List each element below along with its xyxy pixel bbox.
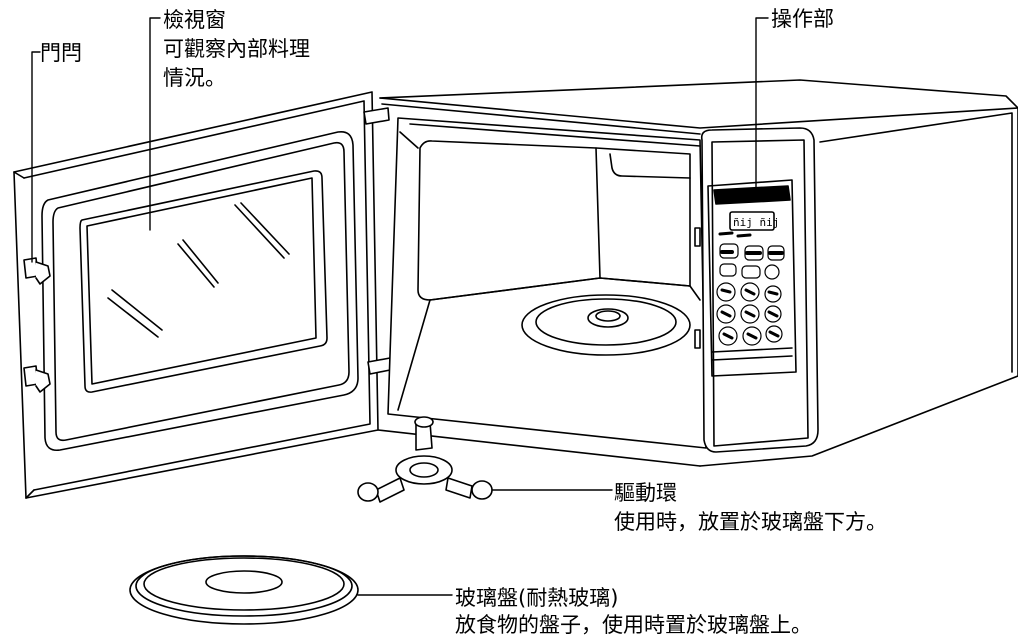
leader-lines (31, 17, 769, 596)
window-title: 檢視窗 (163, 8, 226, 32)
control-panel: ñij ñij (700, 127, 819, 453)
open-door (13, 91, 391, 499)
roller-ring (357, 416, 493, 503)
tray-desc: 放食物的盤子，使用時置於玻璃盤上。 (455, 613, 812, 637)
roller-label: 驅動環 使用時，放置於玻璃盤下方。 (614, 478, 887, 536)
glass-tray (129, 555, 359, 625)
tray-title: 玻璃盤(耐熱玻璃) (455, 586, 619, 610)
window-desc-line1: 可觀察內部料理 (163, 37, 310, 61)
controls-label: 操作部 (771, 6, 834, 33)
display-text: ñij ñij (733, 216, 779, 229)
window-desc-line2: 情況。 (163, 66, 226, 90)
latch-label: 門閂 (40, 40, 82, 67)
oven-body (377, 79, 1018, 467)
roller-title: 驅動環 (614, 481, 677, 505)
door-latch-bottom (23, 365, 51, 393)
controls-title: 操作部 (771, 7, 834, 31)
window-label: 檢視窗 可觀察內部料理 情況。 (163, 6, 310, 93)
viewing-window (79, 170, 328, 393)
tray-label: 玻璃盤(耐熱玻璃) 放食物的盤子，使用時置於玻璃盤上。 (455, 585, 812, 639)
roller-desc: 使用時，放置於玻璃盤下方。 (614, 510, 887, 534)
latch-title: 門閂 (40, 41, 82, 65)
